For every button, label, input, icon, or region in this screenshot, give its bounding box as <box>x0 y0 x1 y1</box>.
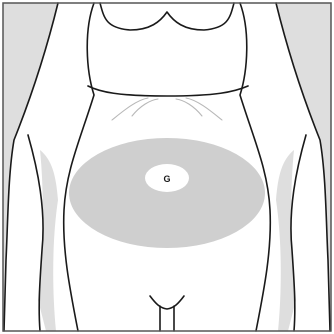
navel-label: G <box>163 174 170 184</box>
injection-zone <box>69 138 265 248</box>
